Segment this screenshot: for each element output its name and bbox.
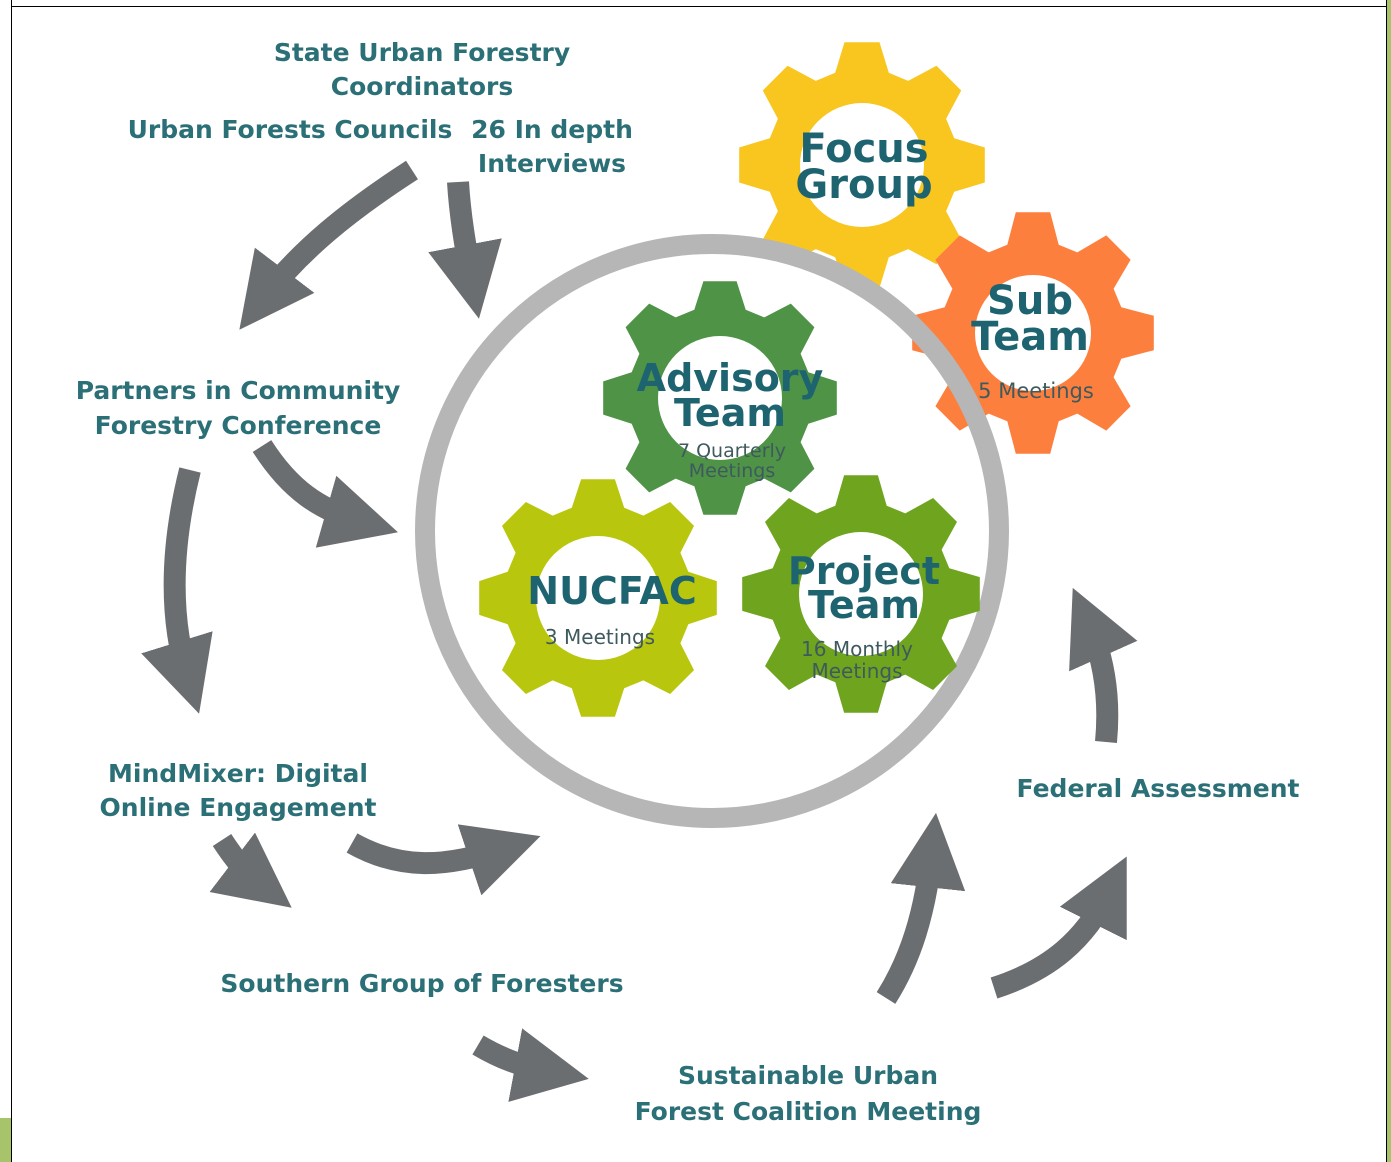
project-title-line2: Team <box>808 583 920 627</box>
frame-right-accent <box>1387 0 1391 1162</box>
advisory-note-line2: Meetings <box>689 460 776 482</box>
label-sustainable-line2: Forest Coalition Meeting <box>635 1097 982 1126</box>
label-sustainable-line1: Sustainable Urban <box>678 1061 938 1090</box>
nucfac-title: NUCFAC <box>527 569 696 613</box>
label-partners-line2: Forestry Conference <box>95 411 382 440</box>
label-interviews-line2: Interviews <box>478 149 626 178</box>
label-urban-councils: Urban Forests Councils <box>128 115 453 144</box>
central-ring <box>415 234 1009 828</box>
sub-title-line2: Team <box>971 314 1089 360</box>
arrow-mindmixer-to-center <box>346 824 541 896</box>
gear-nucfac <box>479 479 717 717</box>
sub-note: 5 Meetings <box>978 379 1094 403</box>
label-southern-group: Southern Group of Foresters <box>220 969 623 998</box>
advisory-title-line2: Team <box>674 391 786 435</box>
sub-title-line1: Sub <box>987 278 1073 324</box>
advisory-note-line1: 7 Quarterly <box>678 440 786 462</box>
focus-title-line2: Group <box>795 162 932 208</box>
frame-right-border <box>1386 0 1387 1162</box>
nucfac-note: 3 Meetings <box>545 625 655 649</box>
arrow-partners-to-center <box>252 440 398 548</box>
frame-left-border <box>11 0 12 1162</box>
gear-project-team <box>742 475 980 713</box>
label-mindmixer-line2: Online Engagement <box>100 793 377 822</box>
arrow-southern-to-sustainable <box>472 1028 589 1102</box>
label-partners-line1: Partners in Community <box>76 376 401 405</box>
gear-focus-group <box>739 42 985 288</box>
flow-arrows <box>141 160 1138 1102</box>
label-interviews-line1: 26 In depth <box>471 115 633 144</box>
arrow-mindmixer-to-southern <box>209 832 292 908</box>
gear-project-hub <box>799 532 923 656</box>
arrow-sustainable-to-federal <box>990 856 1127 999</box>
gear-focus-hub <box>800 103 924 227</box>
focus-title-line1: Focus <box>799 126 928 172</box>
arrow-councils-to-partners <box>239 160 418 330</box>
frame-top-border <box>11 6 1387 7</box>
arrow-partners-to-mindmixer <box>141 467 213 714</box>
arrow-federal-to-center <box>1069 587 1138 744</box>
gear-advisory-hub <box>658 336 782 460</box>
arrow-interviews-to-center <box>428 181 502 319</box>
corner-accent <box>0 1118 11 1162</box>
gear-sub-hub <box>975 275 1091 391</box>
arrow-sustainable-to-center <box>876 812 966 1004</box>
project-title-line1: Project <box>788 549 940 593</box>
label-state-urban-line2: Coordinators <box>331 72 514 101</box>
project-note-line1: 16 Monthly <box>801 637 913 661</box>
project-note-line2: Meetings <box>811 659 902 683</box>
advisory-title-line1: Advisory <box>637 356 824 400</box>
label-federal-assessment: Federal Assessment <box>1017 774 1300 803</box>
gear-advisory-team <box>603 281 837 515</box>
gear-nucfac-hub <box>536 536 660 660</box>
label-mindmixer-line1: MindMixer: Digital <box>108 759 368 788</box>
label-state-urban-line1: State Urban Forestry <box>274 38 570 67</box>
